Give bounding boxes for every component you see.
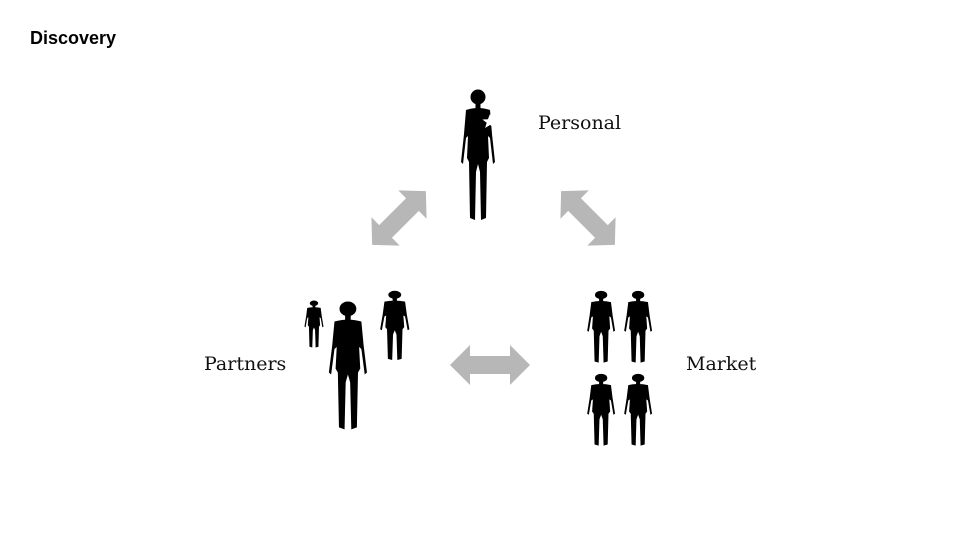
personal-label: Personal bbox=[538, 112, 622, 134]
star-icon bbox=[482, 114, 498, 128]
person-icon bbox=[328, 301, 367, 430]
person-icon bbox=[380, 290, 410, 360]
partners-figures bbox=[304, 290, 410, 430]
person-icon bbox=[624, 373, 653, 446]
person-icon bbox=[304, 300, 324, 348]
person-icon bbox=[587, 373, 616, 446]
arrow-partners-market-icon bbox=[450, 345, 530, 385]
personal-figure bbox=[461, 89, 498, 220]
arrow-personal-market-icon bbox=[546, 176, 630, 260]
person-icon bbox=[461, 89, 495, 220]
slide-title: Discovery bbox=[30, 28, 117, 48]
market-label: Market bbox=[686, 353, 757, 375]
person-icon bbox=[587, 290, 616, 363]
partners-label: Partners bbox=[204, 353, 287, 375]
person-icon bbox=[624, 290, 653, 363]
arrow-personal-partners-icon bbox=[357, 176, 441, 260]
market-figures bbox=[587, 290, 653, 446]
